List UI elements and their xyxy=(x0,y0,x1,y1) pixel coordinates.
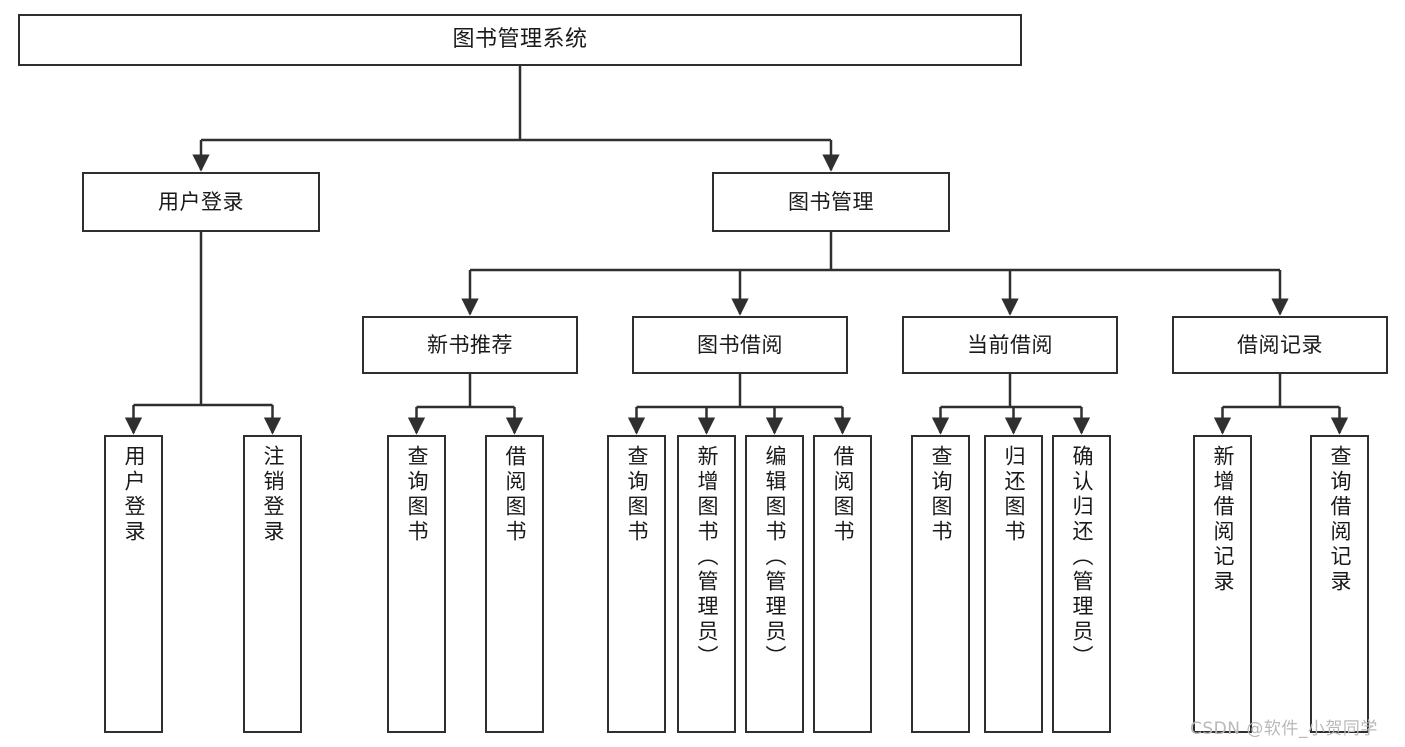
node-leaf-rec-add-record[interactable]: 新增借阅记录 xyxy=(1193,435,1252,733)
node-leaf-user-login[interactable]: 用户登录 xyxy=(104,435,163,733)
node-book-borrow-label: 图书借阅 xyxy=(697,332,783,357)
node-borrow-record[interactable]: 借阅记录 xyxy=(1172,316,1388,374)
node-leaf-user-login-label: 用户登录 xyxy=(122,445,146,545)
node-leaf-cur-confirm-return-label: 确认归还（管理员） xyxy=(1070,445,1094,670)
node-leaf-user-logout-label: 注销登录 xyxy=(261,445,285,545)
node-leaf-borrow-query-book[interactable]: 查询图书 xyxy=(607,435,666,733)
node-book-manage-label: 图书管理 xyxy=(788,189,874,214)
node-leaf-borrow-add-book-label: 新增图书（管理员） xyxy=(695,445,719,670)
node-leaf-borrow-borrow-book-label: 借阅图书 xyxy=(831,445,855,545)
node-leaf-rec-borrow-book-label: 借阅图书 xyxy=(503,445,527,545)
node-leaf-rec-add-record-label: 新增借阅记录 xyxy=(1211,445,1235,595)
node-book-manage[interactable]: 图书管理 xyxy=(712,172,950,232)
node-leaf-borrow-borrow-book[interactable]: 借阅图书 xyxy=(813,435,872,733)
node-new-book-rec-label: 新书推荐 xyxy=(427,332,513,357)
node-leaf-borrow-edit-book[interactable]: 编辑图书（管理员） xyxy=(745,435,804,733)
node-leaf-rec-borrow-book[interactable]: 借阅图书 xyxy=(485,435,544,733)
node-current-borrow-label: 当前借阅 xyxy=(967,332,1053,357)
node-book-borrow[interactable]: 图书借阅 xyxy=(632,316,848,374)
node-leaf-borrow-query-book-label: 查询图书 xyxy=(625,445,649,545)
node-leaf-borrow-add-book[interactable]: 新增图书（管理员） xyxy=(677,435,736,733)
node-user-login-label: 用户登录 xyxy=(158,189,244,214)
node-leaf-rec-query-book[interactable]: 查询图书 xyxy=(387,435,446,733)
node-leaf-rec-query-record-label: 查询借阅记录 xyxy=(1328,445,1352,595)
node-leaf-cur-return-book[interactable]: 归还图书 xyxy=(984,435,1043,733)
node-leaf-cur-query-book[interactable]: 查询图书 xyxy=(911,435,970,733)
watermark: CSDN @软件_小贺同学 xyxy=(1190,719,1378,739)
node-leaf-borrow-edit-book-label: 编辑图书（管理员） xyxy=(763,445,787,670)
node-borrow-record-label: 借阅记录 xyxy=(1237,332,1323,357)
node-user-login[interactable]: 用户登录 xyxy=(82,172,320,232)
node-new-book-rec[interactable]: 新书推荐 xyxy=(362,316,578,374)
node-current-borrow[interactable]: 当前借阅 xyxy=(902,316,1118,374)
node-root[interactable]: 图书管理系统 xyxy=(18,14,1022,66)
node-leaf-rec-query-book-label: 查询图书 xyxy=(405,445,429,545)
node-leaf-cur-confirm-return[interactable]: 确认归还（管理员） xyxy=(1052,435,1111,733)
node-leaf-cur-query-book-label: 查询图书 xyxy=(929,445,953,545)
node-leaf-cur-return-book-label: 归还图书 xyxy=(1002,445,1026,545)
node-leaf-rec-query-record[interactable]: 查询借阅记录 xyxy=(1310,435,1369,733)
node-root-label: 图书管理系统 xyxy=(452,26,588,52)
node-leaf-user-logout[interactable]: 注销登录 xyxy=(243,435,302,733)
